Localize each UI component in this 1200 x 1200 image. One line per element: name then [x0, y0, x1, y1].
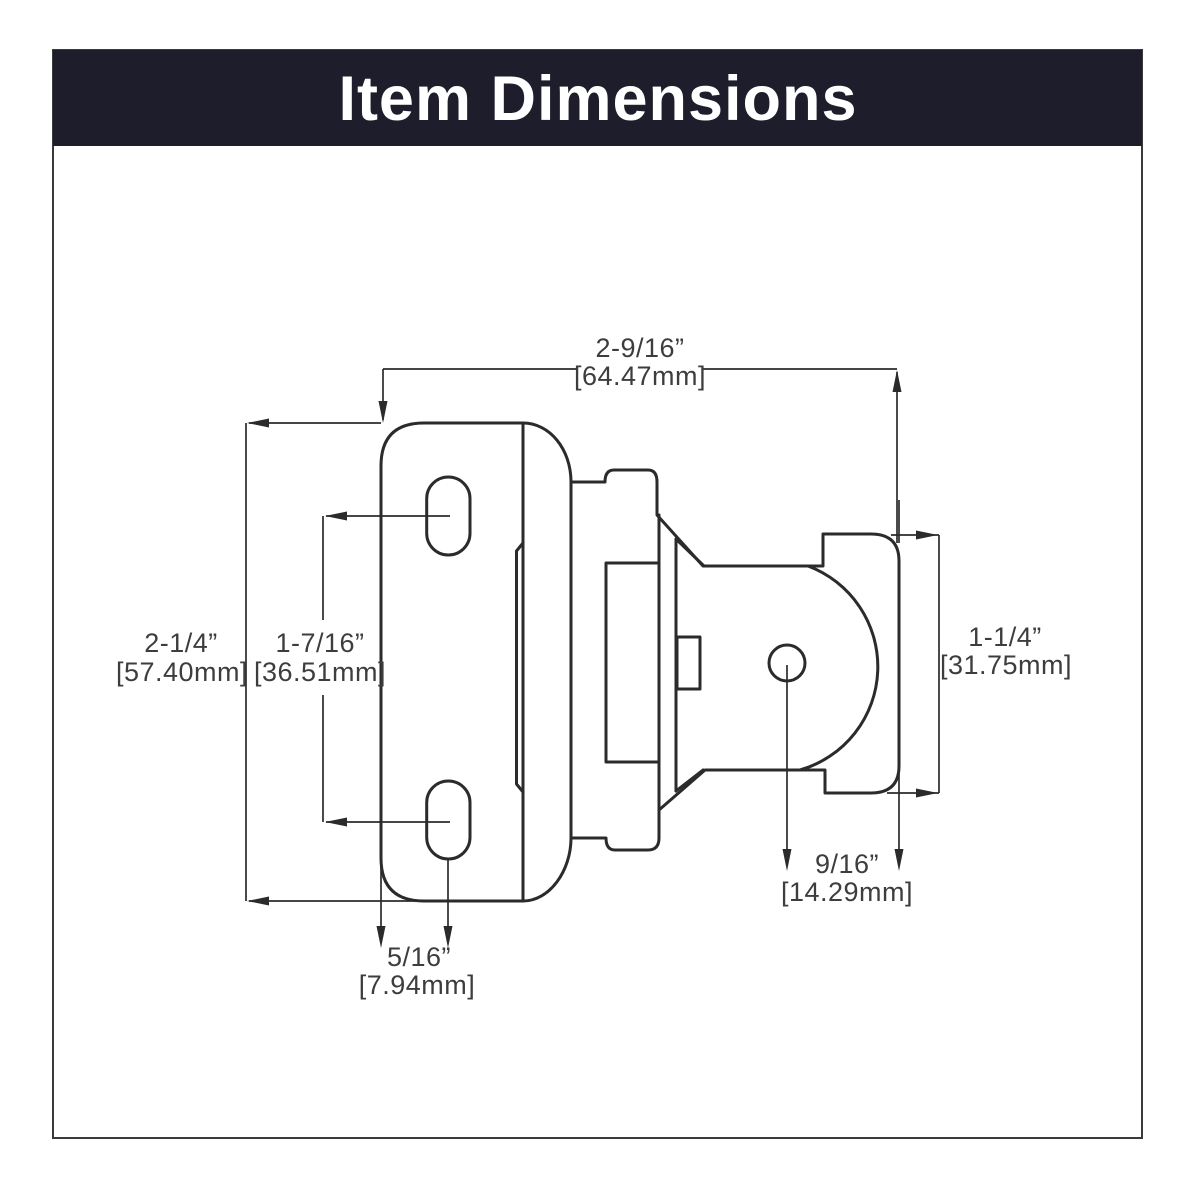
hinge-arm	[604, 561, 661, 764]
header-bar	[53, 50, 1142, 146]
arrow-up-top-right	[892, 370, 902, 392]
dimension-labels: 2-9/16” [64.47mm] 2-1/4” [57.40mm] 1-7/1…	[116, 333, 1072, 1000]
hinge-drawing	[379, 421, 901, 903]
arrow-left-height-bottom	[247, 896, 269, 906]
dimension-arrowheads	[247, 370, 938, 948]
arrow-left-slot-top	[325, 511, 347, 521]
arrow-down-top-left	[378, 401, 388, 423]
label-slot-spacing-in: 1-7/16”	[275, 628, 364, 658]
label-pin-offset-in: 9/16”	[815, 849, 879, 879]
plate-inner-edge	[515, 541, 525, 794]
label-pin-offset-mm: [14.29mm]	[781, 877, 913, 907]
hinge-outline	[379, 421, 901, 903]
arrow-right-cup-bottom	[916, 788, 938, 798]
flange-top-inner-diagonal	[674, 537, 706, 568]
label-overall-height-mm: [57.40mm]	[116, 657, 248, 687]
arrow-down-slotoffset-left	[376, 926, 386, 948]
arrow-down-pin-right	[894, 849, 904, 871]
label-cup-height-in: 1-1/4”	[968, 622, 1042, 652]
label-slot-spacing-mm: [36.51mm]	[254, 657, 386, 687]
flange-bottom-inner-diagonal	[674, 768, 705, 793]
label-slot-edge-offset-in: 5/16”	[387, 942, 451, 972]
arrow-right-cup-top	[916, 530, 938, 540]
label-slot-edge-offset-mm: [7.94mm]	[359, 970, 476, 1000]
label-cup-height-mm: [31.75mm]	[940, 650, 1072, 680]
mounting-slot-bottom	[425, 779, 472, 861]
content-border	[52, 49, 1143, 1139]
label-overall-width-in: 2-9/16”	[595, 333, 684, 363]
page-title: Item Dimensions	[338, 64, 857, 134]
label-overall-width-mm: [64.47mm]	[574, 361, 706, 391]
arrow-left-height-top	[247, 418, 269, 428]
arrow-down-slotoffset-right	[443, 926, 453, 948]
knuckle-arc	[798, 564, 880, 772]
arrow-left-slot-bottom	[325, 817, 347, 827]
arm-tab	[675, 635, 702, 691]
arrow-down-pin-left	[782, 849, 792, 871]
label-overall-height-in: 2-1/4”	[144, 628, 218, 658]
